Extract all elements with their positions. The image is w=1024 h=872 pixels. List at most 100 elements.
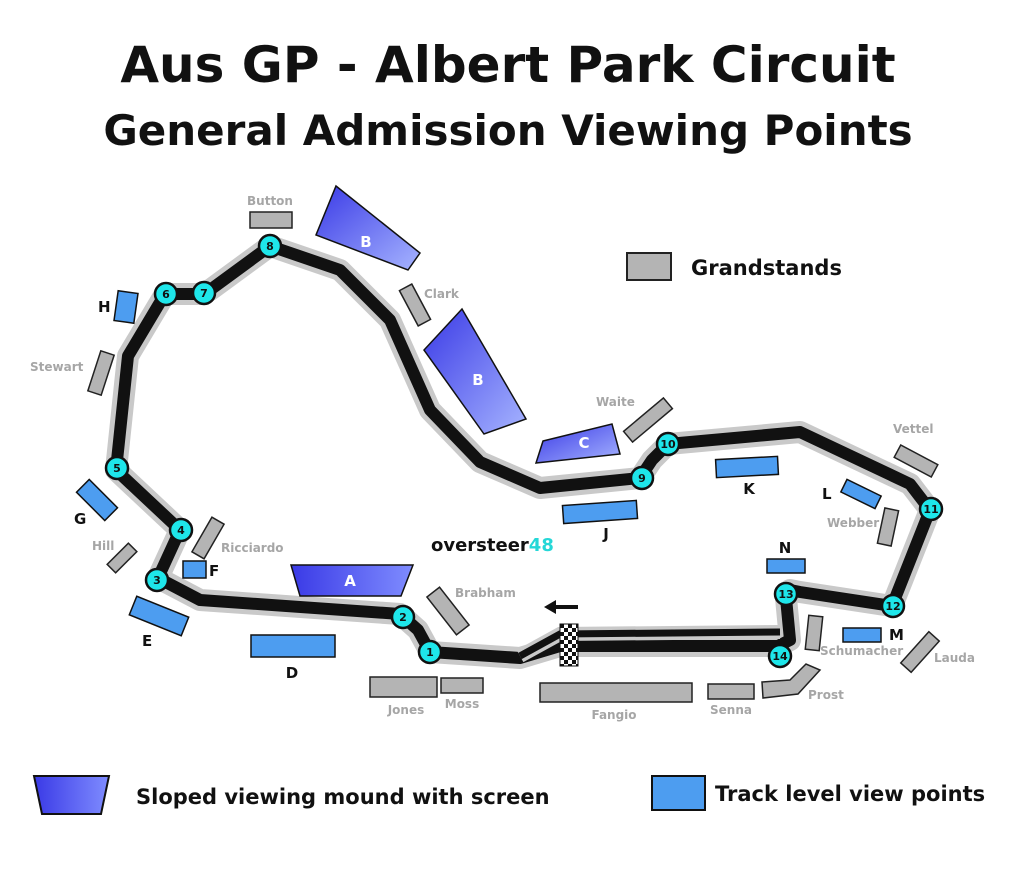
viewpoint-label: D bbox=[286, 664, 298, 682]
grandstand-clark bbox=[398, 283, 432, 327]
grandstand-label: Webber bbox=[827, 516, 879, 530]
grandstand-label: Button bbox=[247, 194, 293, 208]
legend-grandstands-label: Grandstands bbox=[691, 256, 842, 280]
mound-a bbox=[290, 564, 415, 597]
legend-track-level-label: Track level view points bbox=[715, 782, 985, 806]
legend-grandstand-swatch bbox=[626, 252, 672, 281]
mound-b-upper bbox=[315, 184, 422, 271]
svg-text:2: 2 bbox=[399, 611, 407, 624]
page-subtitle: General Admission Viewing Points bbox=[103, 106, 912, 155]
grandstand-button bbox=[249, 211, 293, 229]
viewpoint-f bbox=[182, 560, 207, 579]
turn-marker-3: 3 bbox=[144, 567, 170, 593]
turn-marker-1: 1 bbox=[417, 639, 443, 665]
svg-text:6: 6 bbox=[162, 288, 170, 301]
grandstand-waite bbox=[622, 396, 674, 444]
turn-marker-8: 8 bbox=[257, 233, 283, 259]
turn-marker-5: 5 bbox=[104, 455, 130, 481]
viewpoint-label: M bbox=[889, 626, 904, 644]
grandstand-prost bbox=[761, 663, 822, 699]
grandstand-label: Prost bbox=[808, 688, 844, 702]
mound-label: C bbox=[578, 434, 589, 452]
grandstand-label: Vettel bbox=[893, 422, 934, 436]
turn-marker-12: 12 bbox=[880, 593, 906, 619]
viewpoint-k bbox=[714, 455, 780, 479]
svg-text:11: 11 bbox=[923, 503, 938, 516]
grandstand-webber bbox=[876, 507, 900, 547]
grandstand-stewart bbox=[86, 349, 116, 397]
viewpoint-g bbox=[75, 478, 119, 522]
turn-marker-10: 10 bbox=[655, 431, 681, 457]
grandstand-label: Clark bbox=[424, 287, 460, 301]
track-level-points: H G F E D J K L N M bbox=[74, 289, 904, 682]
race-track bbox=[105, 235, 941, 669]
mound-label: B bbox=[472, 371, 483, 389]
grandstand-vettel bbox=[893, 443, 939, 479]
svg-text:4: 4 bbox=[177, 524, 185, 537]
viewpoint-h bbox=[113, 289, 139, 325]
grandstand-ricciardo bbox=[190, 516, 226, 560]
mound-b-lower bbox=[423, 307, 528, 435]
viewpoint-label: H bbox=[98, 298, 111, 316]
viewpoint-d bbox=[250, 634, 336, 658]
viewpoint-label: L bbox=[822, 485, 832, 503]
svg-text:13: 13 bbox=[778, 588, 793, 601]
svg-text:14: 14 bbox=[772, 650, 788, 663]
viewing-mounds: B B C A bbox=[290, 184, 621, 597]
brand-logo: oversteer48 bbox=[431, 535, 554, 556]
start-finish-line bbox=[559, 623, 579, 667]
direction-arrow-icon bbox=[544, 600, 578, 614]
legend-mound-swatch bbox=[32, 775, 111, 815]
grandstand-fangio bbox=[539, 682, 693, 703]
viewpoint-e bbox=[128, 595, 190, 637]
viewpoint-label: F bbox=[209, 562, 219, 580]
grandstand-label: Ricciardo bbox=[221, 541, 284, 555]
page-title: Aus GP - Albert Park Circuit bbox=[120, 36, 895, 94]
mound-label: B bbox=[360, 233, 371, 251]
grandstand-label: Brabham bbox=[455, 586, 516, 600]
viewpoint-label: E bbox=[142, 632, 152, 650]
svg-text:1: 1 bbox=[426, 646, 434, 659]
legend-track-level: Track level view points bbox=[651, 775, 985, 811]
grandstand-label: Senna bbox=[710, 703, 752, 717]
viewpoint-label: J bbox=[602, 525, 609, 543]
svg-text:12: 12 bbox=[885, 600, 900, 613]
turn-marker-11: 11 bbox=[918, 496, 944, 522]
grandstand-label: Fangio bbox=[591, 708, 636, 722]
viewpoint-label: K bbox=[743, 480, 756, 498]
grandstand-label: Jones bbox=[387, 703, 425, 717]
brand-text: oversteer bbox=[431, 535, 529, 556]
svg-text:5: 5 bbox=[113, 462, 121, 475]
grandstand-schumacher bbox=[804, 614, 824, 652]
legend-grandstands: Grandstands bbox=[626, 252, 842, 281]
grandstand-label: Stewart bbox=[30, 360, 84, 374]
grandstand-moss bbox=[440, 677, 484, 694]
viewpoint-n bbox=[766, 558, 806, 574]
legend-mound-label: Sloped viewing mound with screen bbox=[136, 785, 550, 809]
svg-text:3: 3 bbox=[153, 574, 161, 587]
svg-text:7: 7 bbox=[200, 287, 208, 300]
grandstand-label: Hill bbox=[92, 539, 114, 553]
grandstand-lauda bbox=[899, 630, 941, 674]
viewpoint-m bbox=[842, 627, 882, 643]
grandstand-label: Waite bbox=[596, 395, 635, 409]
viewpoint-j bbox=[561, 499, 639, 525]
turn-markers: 1 2 3 4 5 6 7 8 9 10 11 12 13 14 bbox=[104, 233, 944, 669]
mound-label: A bbox=[344, 572, 356, 590]
svg-text:8: 8 bbox=[266, 240, 274, 253]
turn-marker-4: 4 bbox=[168, 517, 194, 543]
grandstand-brabham bbox=[425, 586, 471, 636]
mound-c bbox=[534, 423, 621, 464]
grandstand-label: Schumacher bbox=[820, 644, 903, 658]
grandstand-label: Moss bbox=[445, 697, 479, 711]
brand-number: 48 bbox=[529, 535, 554, 556]
turn-marker-13: 13 bbox=[773, 581, 799, 607]
turn-marker-6: 6 bbox=[153, 281, 179, 307]
svg-text:10: 10 bbox=[660, 438, 676, 451]
grandstand-jones bbox=[369, 676, 438, 698]
turn-marker-9: 9 bbox=[629, 465, 655, 491]
viewpoint-l bbox=[839, 478, 883, 510]
legend-track-level-swatch bbox=[651, 775, 706, 811]
